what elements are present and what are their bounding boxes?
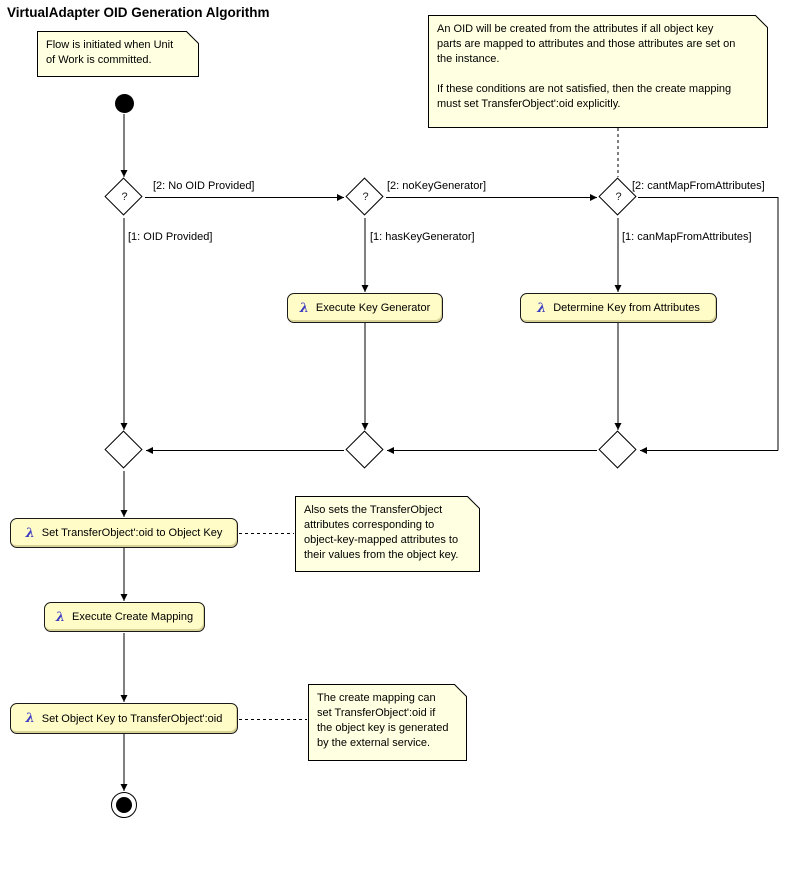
- lambda-icon: λ: [25, 525, 35, 541]
- lambda-icon: λ: [299, 300, 309, 316]
- guard-oid-provided: [1: OID Provided]: [128, 231, 213, 243]
- action-set-oid-to-object-key: λ Set TransferObject':oid to Object Key: [10, 518, 238, 548]
- final-node-dot: [116, 797, 132, 813]
- decision-question-mark: ?: [615, 191, 622, 203]
- note-flow-initiated: Flow is initiated when Unit of Work is c…: [37, 31, 199, 77]
- decision-question-mark: ?: [121, 191, 128, 203]
- action-label: Determine Key from Attributes: [553, 302, 700, 314]
- lambda-icon: λ: [55, 609, 66, 625]
- guard-no-oid-provided: [2: No OID Provided]: [153, 180, 255, 192]
- action-execute-key-generator: λ Execute Key Generator: [287, 293, 443, 323]
- note-text: An OID will be created from the attribut…: [437, 23, 736, 110]
- note-fold-icon: [186, 31, 199, 44]
- lambda-icon: λ: [25, 711, 35, 726]
- action-label: Execute Key Generator: [315, 302, 431, 314]
- note-oid-rules: An OID will be created from the attribut…: [428, 15, 768, 128]
- guard-cant-map-from-attributes: [2: cantMapFromAttributes]: [632, 180, 765, 192]
- guard-has-key-generator: [1: hasKeyGenerator]: [370, 231, 475, 243]
- note-text: The create mapping can set TransferObjec…: [317, 692, 449, 749]
- note-also-sets: Also sets the TransferObject attributes …: [295, 496, 480, 572]
- note-fold-icon: [467, 496, 480, 509]
- action-set-object-key-to-oid: λ Set Object Key to TransferObject':oid: [10, 703, 238, 734]
- action-determine-key-from-attributes: λ Determine Key from Attributes: [520, 293, 717, 323]
- guard-no-key-generator: [2: noKeyGenerator]: [387, 180, 487, 192]
- note-fold-icon: [454, 684, 467, 697]
- action-execute-create-mapping: λ Execute Create Mapping: [44, 602, 205, 632]
- guard-can-map-from-attributes: [1: canMapFromAttributes]: [622, 231, 752, 243]
- note-create-mapping: The create mapping can set TransferObjec…: [308, 684, 467, 761]
- action-label: Set Object Key to TransferObject':oid: [41, 712, 223, 725]
- edge-decision3-right-down: [638, 197, 779, 451]
- initial-node: [115, 94, 134, 113]
- note-text: Also sets the TransferObject attributes …: [304, 504, 459, 561]
- lambda-icon: λ: [537, 300, 547, 316]
- final-node: [111, 792, 137, 818]
- decision-question-mark: ?: [362, 191, 369, 203]
- note-fold-icon: [755, 15, 768, 28]
- diagram-title: VirtualAdapter OID Generation Algorithm: [7, 5, 270, 20]
- note-text: Flow is initiated when Unit of Work is c…: [46, 39, 174, 66]
- action-label: Execute Create Mapping: [72, 611, 194, 623]
- action-label: Set TransferObject':oid to Object Key: [41, 527, 223, 539]
